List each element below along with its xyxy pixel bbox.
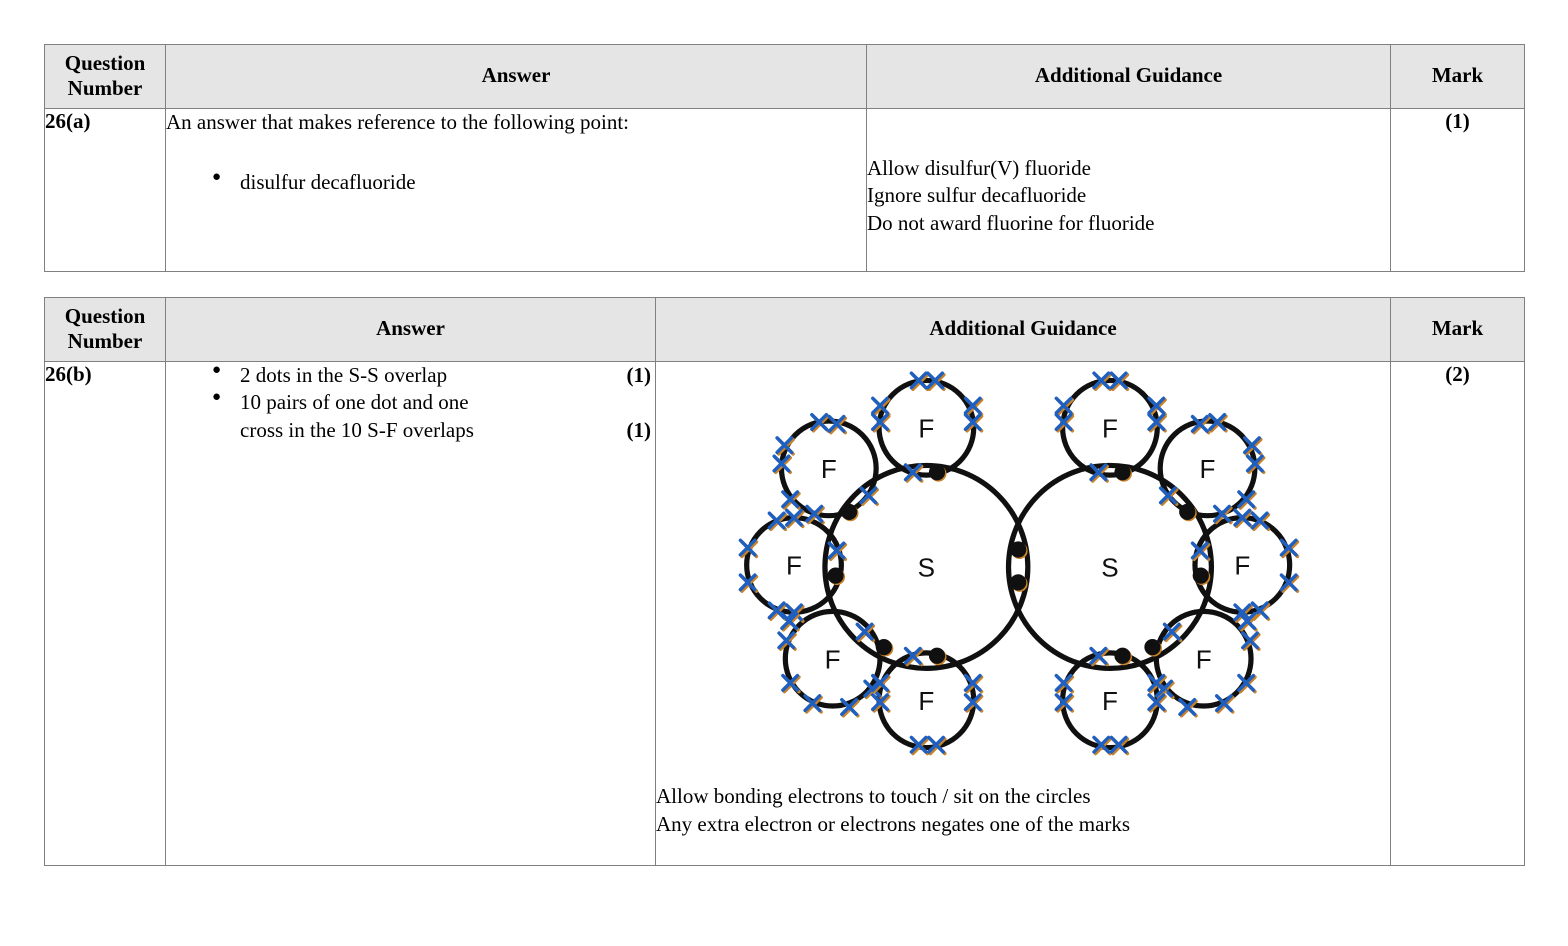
bullet-mark: (1)	[626, 417, 652, 442]
fluorine-label: F	[1200, 454, 1216, 484]
fluorine-label: F	[918, 685, 934, 715]
guidance-line: Allow disulfur(V) fluoride	[867, 155, 1091, 180]
spacer	[166, 136, 866, 169]
fluorine-label: F	[1234, 550, 1250, 580]
fluorine-label: F	[821, 454, 837, 484]
cell-mark: (1)	[1390, 107, 1525, 272]
header-question-number-line1: Question	[64, 304, 146, 328]
table-row: 26(b) 2 dots in the S-S overlap (1)	[44, 360, 1525, 866]
sulfur-atoms	[822, 462, 1215, 671]
list-item: 10 pairs of one dot and one cross in the…	[166, 388, 655, 444]
fluorine-label: F	[918, 413, 934, 443]
cell-question-number: 26(a)	[44, 107, 166, 272]
sulfur-circle	[822, 462, 1031, 671]
fluorine-label: F	[825, 644, 841, 674]
dot-and-cross-diagram: S S F F F F F F F F	[656, 364, 1390, 764]
atom-labels: S S F F F F F F F F	[786, 413, 1250, 715]
guidance-notes: Allow bonding electrons to touch / sit o…	[656, 782, 1390, 839]
cell-answer: 2 dots in the S-S overlap (1) 10 pairs o…	[165, 360, 656, 866]
answer-bullet-list: 2 dots in the S-S overlap (1) 10 pairs o…	[166, 361, 655, 445]
spacer	[867, 109, 1390, 155]
header-mark: Mark	[1390, 297, 1525, 362]
fluorine-label: F	[1102, 413, 1118, 443]
header-additional-guidance: Additional Guidance	[866, 44, 1391, 109]
guidance-line: Allow bonding electrons to touch / sit o…	[656, 783, 1091, 808]
answer-intro-text: An answer that makes reference to the fo…	[166, 109, 630, 134]
list-item: disulfur decafluoride	[166, 168, 866, 197]
sf-bonding-electrons	[827, 462, 1211, 666]
bullet-text: 2 dots in the S-S overlap	[240, 362, 448, 387]
cell-additional-guidance: Allow disulfur(V) fluoride Ignore sulfur…	[866, 107, 1391, 272]
header-question-number: Question Number	[44, 44, 166, 109]
diagram-strokes: S S F F F F F F F F	[738, 370, 1300, 755]
sulfur-circle	[1005, 462, 1215, 671]
fluorine-label: F	[786, 550, 802, 580]
header-answer: Answer	[165, 297, 656, 362]
cell-additional-guidance: S S F F F F F F F F	[655, 360, 1391, 866]
answer-bullet-list: disulfur decafluoride	[166, 168, 866, 197]
header-question-number: Question Number	[44, 297, 166, 362]
cell-question-number: 26(b)	[44, 360, 166, 866]
cell-answer: An answer that makes reference to the fo…	[165, 107, 867, 272]
header-question-number-line2: Number	[67, 75, 143, 100]
bullet-text: 10 pairs of one dot and one cross in the…	[240, 389, 474, 444]
bullet-text-line2: cross in the 10 S-F overlaps	[240, 417, 474, 442]
fluorine-label: F	[1102, 685, 1118, 715]
bullet-mark: (1)	[626, 362, 652, 387]
header-question-number-line2: Number	[67, 328, 143, 353]
guidance-line: Do not award fluorine for fluoride	[867, 210, 1155, 235]
header-mark: Mark	[1390, 44, 1525, 109]
sulfur-label: S	[1101, 552, 1118, 582]
guidance-line: Ignore sulfur decafluoride	[867, 183, 1087, 208]
sulfur-label: S	[918, 552, 935, 582]
cell-mark: (2)	[1390, 360, 1525, 866]
table-row: 26(a) An answer that makes reference to …	[44, 107, 1525, 272]
bullet-text-line1: 10 pairs of one dot and one	[240, 390, 469, 415]
dot-and-cross-svg: S S F F F F F F F F	[738, 370, 1300, 755]
mark-scheme-table-26a: Question Number Answer Additional Guidan…	[44, 44, 1525, 272]
list-item: 2 dots in the S-S overlap (1)	[166, 361, 655, 390]
table-header-row: Question Number Answer Additional Guidan…	[44, 44, 1525, 109]
header-question-number-line1: Question	[64, 51, 146, 75]
header-additional-guidance: Additional Guidance	[655, 297, 1391, 362]
fluorine-atoms	[744, 377, 1293, 750]
table-header-row: Question Number Answer Additional Guidan…	[44, 297, 1525, 362]
fluorine-label: F	[1196, 644, 1212, 674]
mark-scheme-table-26b: Question Number Answer Additional Guidan…	[44, 297, 1525, 866]
guidance-line: Any extra electron or electrons negates …	[656, 811, 1131, 836]
ss-bonding-electrons	[1010, 540, 1028, 592]
header-answer: Answer	[165, 44, 867, 109]
